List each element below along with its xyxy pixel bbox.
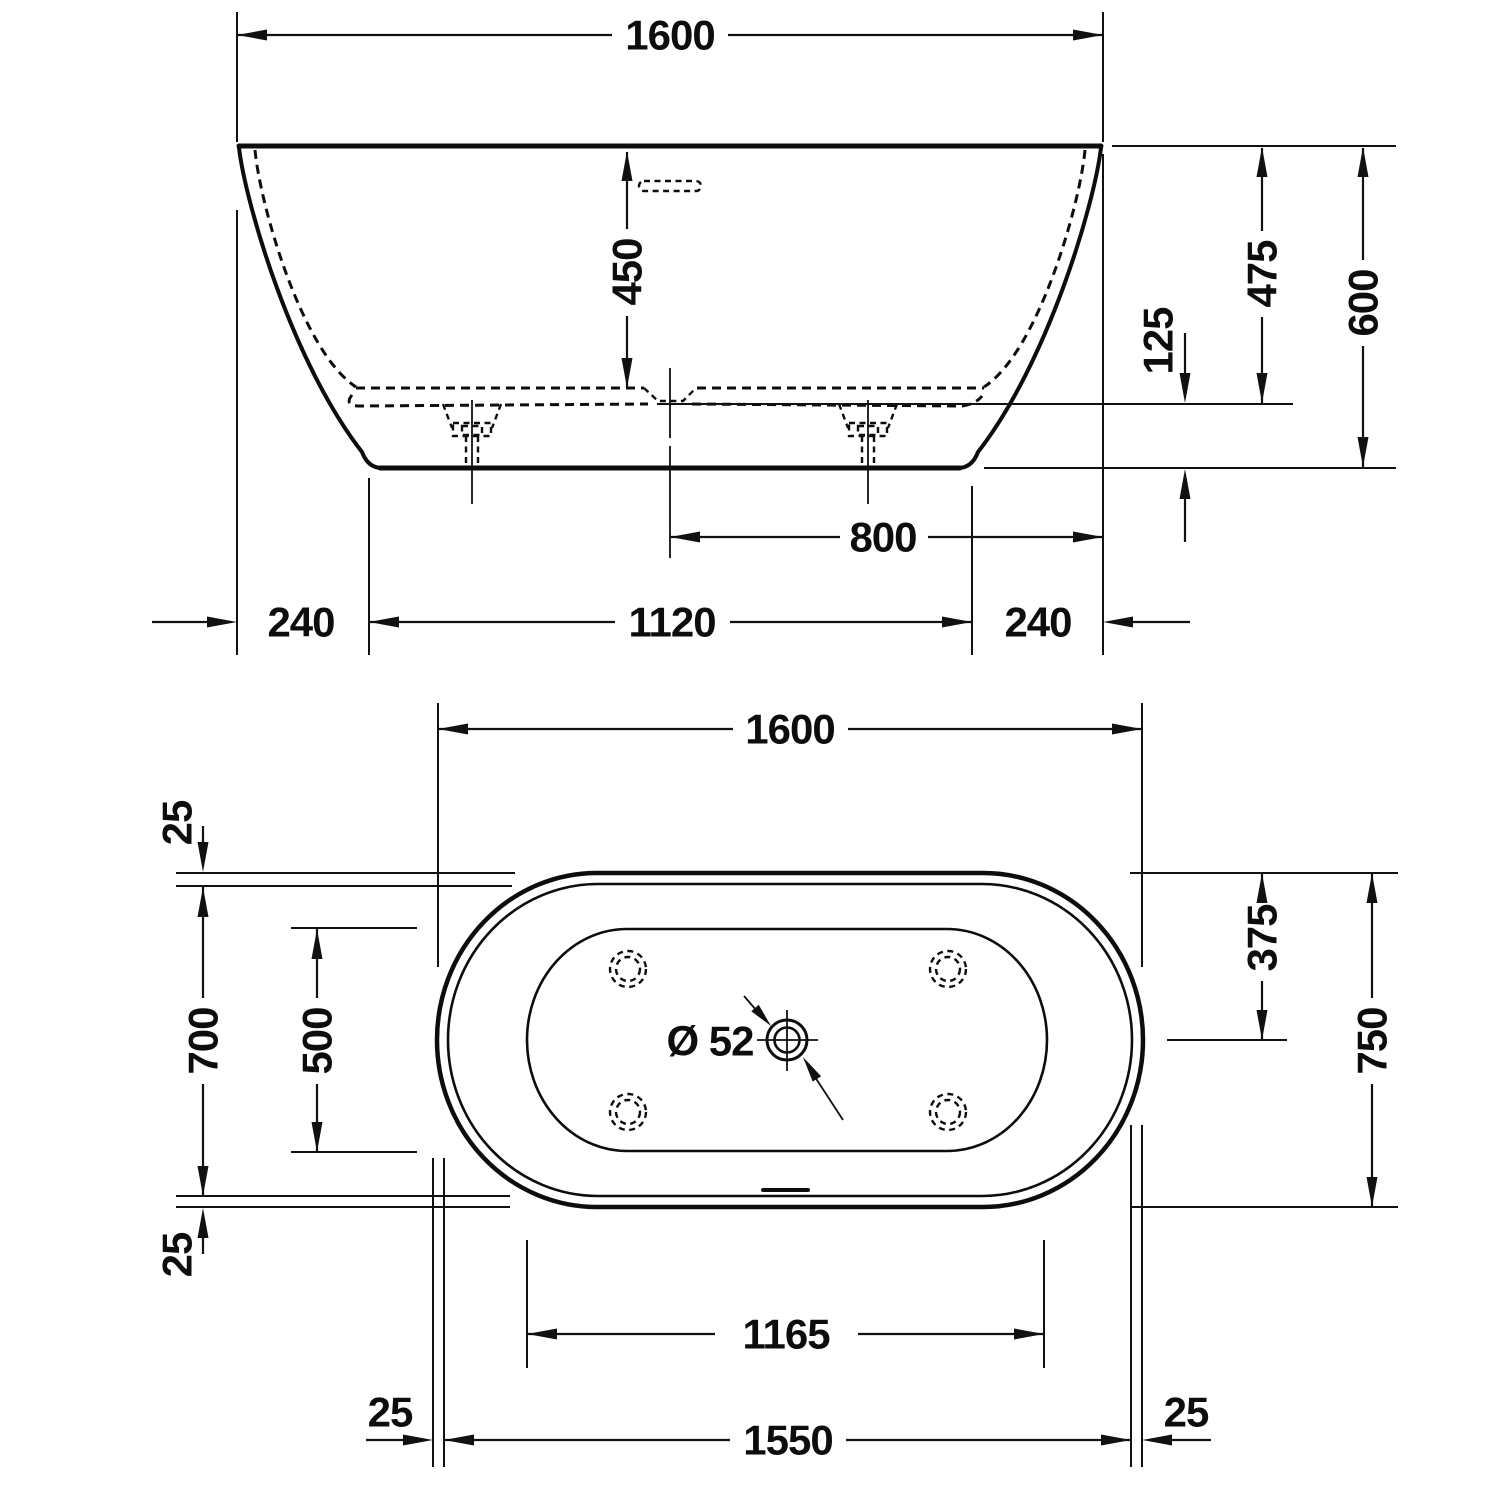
dim-side-rim-to-floor: 475 <box>1239 147 1286 403</box>
dim-label-side-240-right: 240 <box>1004 599 1071 646</box>
dim-label-side-1120: 1120 <box>628 599 715 646</box>
dim-side-overall-height: 600 <box>1340 147 1387 467</box>
dim-label-plan-25-bottom-left: 25 <box>154 1232 201 1277</box>
dim-label-plan-1550: 1550 <box>743 1417 832 1464</box>
dim-label-side-600: 600 <box>1340 269 1387 336</box>
dim-label-side-450: 450 <box>604 238 651 305</box>
drain-crosshair <box>757 1010 818 1071</box>
dim-label-side-800: 800 <box>849 514 916 561</box>
dim-label-plan-375: 375 <box>1239 904 1286 972</box>
drain-plan: Ø 52 <box>666 995 844 1121</box>
dim-label-plan-1165: 1165 <box>742 1311 830 1358</box>
dim-plan-floor-length: 1165 <box>527 1311 1044 1358</box>
dim-plan-bottom-chain: 25 1550 25 <box>366 1389 1211 1464</box>
dim-side-base-chain: 240 1120 240 <box>152 599 1190 646</box>
dim-plan-rim-top: 25 <box>154 800 209 872</box>
dim-label-plan-700: 700 <box>180 1007 227 1074</box>
dim-label-plan-500: 500 <box>294 1007 341 1074</box>
dim-label-plan-25-right: 25 <box>1164 1389 1209 1436</box>
dim-label-side-125: 125 <box>1135 307 1182 375</box>
foot-bottom-left <box>608 1092 648 1132</box>
dim-label-plan-25-top: 25 <box>154 800 201 845</box>
dim-side-inner-depth: 450 <box>604 151 651 388</box>
dim-side-floor-clearance: 125 <box>1135 307 1191 542</box>
dim-label-drain-diameter: Ø 52 <box>666 1018 753 1065</box>
dim-plan-overall-length: 1600 <box>438 706 1142 753</box>
dim-plan-rim-bottom: 25 <box>154 1208 209 1277</box>
tub-outer-edge-plan <box>434 870 1146 1210</box>
dim-label-plan-1600: 1600 <box>745 706 834 753</box>
dim-label-side-475: 475 <box>1239 240 1286 308</box>
foot-right-side <box>837 400 899 504</box>
extension-lines-plan <box>176 703 1398 1467</box>
feet-plan <box>608 949 968 1132</box>
tub-basin-plan <box>525 927 1049 1153</box>
dim-plan-overall-width: 750 <box>1349 873 1396 1207</box>
tub-right-wall <box>956 146 1103 470</box>
extension-lines-side <box>236 12 1396 655</box>
side-view: 1600 450 475 125 600 <box>152 12 1396 655</box>
dim-side-drain-to-edge: 800 <box>670 514 1103 561</box>
drain-leader-lower <box>814 1076 844 1121</box>
tub-plan-outline <box>434 870 1146 1210</box>
foot-bottom-right <box>928 1092 968 1132</box>
dim-label-side-240-left: 240 <box>267 599 334 646</box>
dim-plan-inner-width: 700 <box>180 887 227 1196</box>
foot-top-right <box>928 949 968 989</box>
tub-left-wall <box>237 146 384 470</box>
dim-plan-drain-offset: 375 <box>1239 873 1286 1040</box>
foot-top-left <box>608 949 648 989</box>
dim-label-plan-25-left: 25 <box>368 1389 413 1436</box>
dim-plan-floor-width: 500 <box>294 929 341 1152</box>
cavity-line <box>347 394 984 408</box>
tub-side-hidden-lines <box>253 149 1087 408</box>
foot-left-side <box>441 400 503 504</box>
tub-inner-rim-plan <box>446 882 1134 1198</box>
plan-view: Ø 52 1600 25 <box>154 703 1398 1467</box>
dim-label-side-1600: 1600 <box>625 12 714 59</box>
overflow-slot-side <box>637 179 703 193</box>
dim-label-plan-750: 750 <box>1349 1007 1396 1074</box>
dim-side-overall-width: 1600 <box>237 12 1103 59</box>
